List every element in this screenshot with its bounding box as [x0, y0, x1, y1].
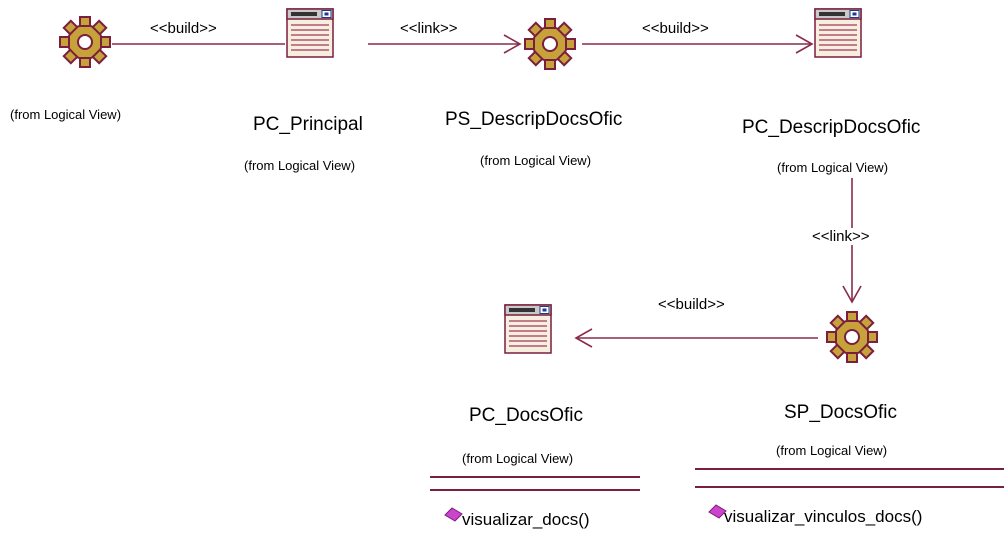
- pc-principal-name: PC_Principal: [253, 114, 363, 135]
- ps-descrip-package: (from Logical View): [480, 153, 592, 168]
- web-page-icon: [814, 8, 862, 58]
- pc-descrip-name: PC_DescripDocsOfic: [742, 117, 921, 138]
- edge-link-2-label: <<link>>: [810, 228, 872, 245]
- gear-icon: [59, 16, 111, 68]
- pc-docsofic-name: PC_DocsOfic: [469, 405, 584, 426]
- gear-top-left-package: (from Logical View): [10, 107, 122, 122]
- pc-docsofic-compartment-line: [430, 476, 640, 478]
- operation-icons: [444, 504, 727, 522]
- edge-link-2-arrowhead: [842, 285, 862, 304]
- pc-docsofic-operation: visualizar_docs(): [462, 510, 590, 529]
- edge-link-1-arrowhead: [503, 34, 522, 54]
- gear-icon: [524, 18, 576, 70]
- pc-docsofic-compartment-line: [430, 489, 640, 491]
- edge-build-3-label: <<build>>: [656, 296, 727, 313]
- web-page-icon: [286, 8, 334, 58]
- sp-docsofic-operation: visualizar_vinculos_docs(): [724, 507, 923, 526]
- ps-descrip-name: PS_DescripDocsOfic: [445, 109, 623, 130]
- edge-lines: [112, 34, 862, 348]
- operation-icon: [708, 504, 727, 519]
- edge-build-2-arrowhead: [795, 34, 814, 54]
- sp-docsofic-compartment-line: [695, 486, 1004, 488]
- web-page-icon: [504, 304, 552, 354]
- pc-principal-package: (from Logical View): [244, 158, 356, 173]
- edge-build-1-label: <<build>>: [148, 20, 219, 37]
- edge-build-3-arrowhead: [574, 328, 593, 348]
- sp-docsofic-compartment-line: [695, 468, 1004, 470]
- sp-docsofic-name: SP_DocsOfic: [784, 402, 897, 423]
- edge-link-1-label: <<link>>: [398, 20, 460, 37]
- operation-icon: [444, 507, 463, 522]
- pc-docsofic-package: (from Logical View): [462, 451, 574, 466]
- sp-docsofic-package: (from Logical View): [776, 443, 888, 458]
- edge-build-2-label: <<build>>: [640, 20, 711, 37]
- pc-descrip-package: (from Logical View): [777, 160, 889, 175]
- gear-icon: [826, 311, 878, 363]
